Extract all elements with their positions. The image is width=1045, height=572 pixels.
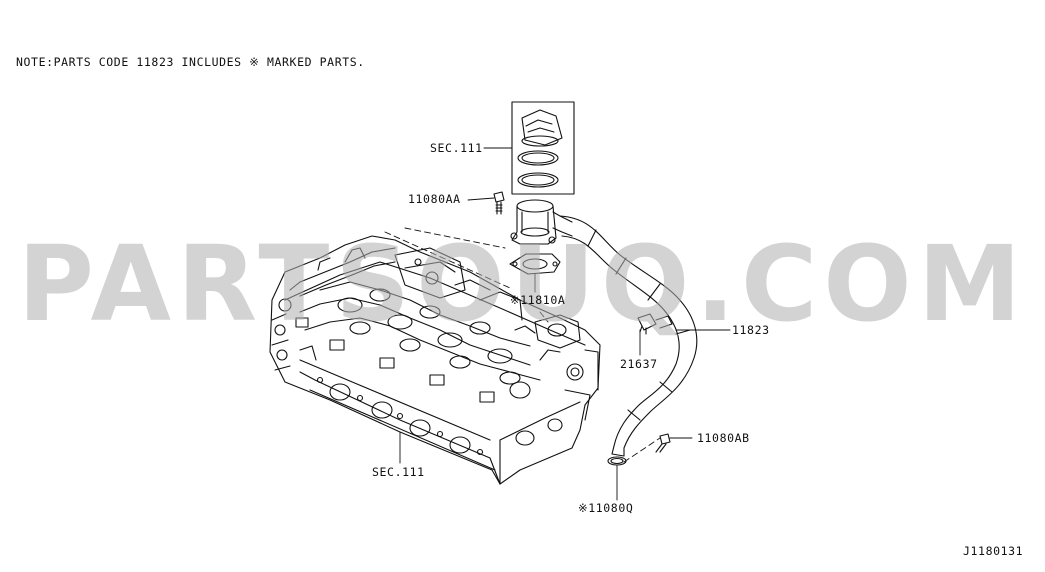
oring-drawing — [607, 456, 627, 466]
parts-note: NOTE:PARTS CODE 11823 INCLUDES ※ MARKED … — [16, 55, 365, 69]
callout-bolt-11080ab[interactable]: 11080AB — [697, 431, 750, 445]
callout-gasket-11810a[interactable]: ※11810A — [510, 293, 566, 307]
water-outlet-drawing — [510, 199, 573, 245]
callout-oring-11080q[interactable]: ※11080Q — [578, 501, 634, 515]
diagram-id: J1180131 — [963, 544, 1024, 558]
assembly-lines — [384, 227, 661, 463]
callout-hose-11823[interactable]: 11823 — [732, 323, 770, 337]
callout-bolt-11080aa[interactable]: 11080AA — [408, 192, 461, 206]
callout-sec111-lower[interactable]: SEC.111 — [372, 465, 425, 479]
bolt-ab-drawing — [655, 433, 671, 453]
callout-sec111-upper[interactable]: SEC.111 — [430, 141, 483, 155]
bolt-aa-drawing — [493, 191, 505, 215]
callout-sensor-21637[interactable]: 21637 — [620, 357, 658, 371]
sensor-drawing — [637, 313, 673, 335]
gasket-drawing — [509, 253, 561, 275]
cylinder-head-drawing — [269, 235, 601, 485]
hose-drawing — [559, 215, 698, 457]
leader-lines — [399, 147, 731, 501]
sec111-upper-box — [511, 101, 575, 195]
